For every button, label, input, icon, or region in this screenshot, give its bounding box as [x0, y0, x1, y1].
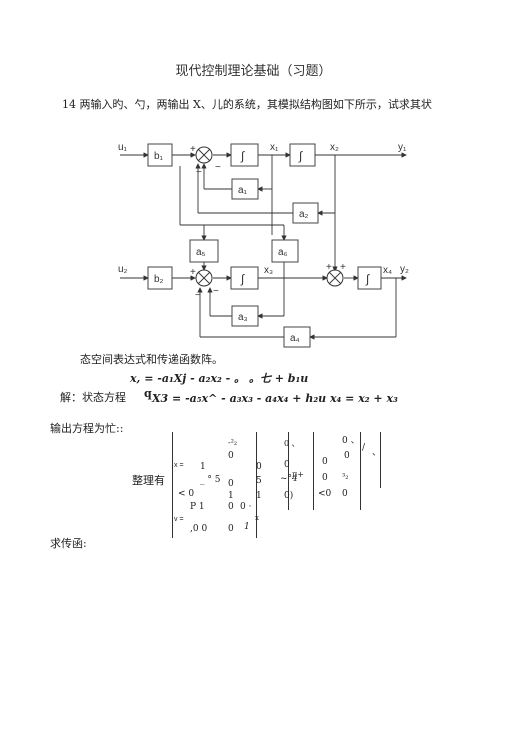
sign-3-plus-b: + [326, 262, 332, 273]
c-matrix-cell: 0 · [240, 502, 252, 512]
block-diagram: u₁ u₂ y₁ y₂ b₁ a₁ a₂ a₅ a₆ b₂ a₃ a₄ ∫ ∫ … [118, 142, 409, 348]
block-integrator-4 [357, 266, 382, 290]
b-matrix-cell: ³₂ [342, 472, 349, 481]
block-a5 [189, 239, 219, 263]
arranged-label: 整理有 [132, 474, 165, 487]
block-a1 [231, 178, 259, 200]
state-label-x2: x₂ [330, 142, 339, 153]
state-label-x3: x₃ [264, 265, 273, 276]
pi-plus-symbol: π+ [292, 470, 304, 479]
page-title: 现代控制理论基础（习题） [175, 64, 332, 79]
block-label-a6: a₆ [278, 247, 288, 258]
b-matrix-cell: <0 [318, 489, 332, 499]
output-label-y1: y₁ [398, 142, 407, 153]
a-matrix-cell: 0 、 [284, 439, 300, 448]
b-matrix-cell: 0 、 [342, 436, 360, 446]
input-label-u2: u₂ [118, 264, 128, 275]
a-matrix-cell: < 0 [178, 489, 195, 499]
equation-x1: x, = -a₁Xj - a₂x₂ - 。 。七 + b₁u [130, 372, 309, 385]
c-matrix-cell: 0 [228, 524, 234, 534]
a-matrix-cell: 0 [256, 462, 262, 472]
sign-1-minus-a: − [196, 167, 202, 178]
output-label-y2: y₂ [400, 264, 409, 275]
a-matrix-cell: -²₂ [228, 438, 238, 447]
block-a6 [271, 239, 299, 263]
transfer-function-label: 求传函: [50, 537, 87, 550]
block-label-b1: b₁ [154, 151, 164, 162]
c-matrix-cell: ,0 0 [190, 524, 208, 534]
sign-2-minus-b: − [213, 286, 219, 297]
x-vector-label: x = [174, 462, 184, 469]
block-a3 [231, 305, 259, 327]
a-matrix-cell: 1 [228, 491, 234, 501]
block-label-a5: a₅ [196, 247, 206, 258]
c-matrix-cell: 1 [244, 522, 250, 532]
input-label-u1: u₁ [118, 142, 128, 153]
block-a4 [283, 326, 311, 348]
equation-x3-x4: X3 = -a₅x^ - a₃x₃ - a₄x₄ + h₂u x₄ = x₂ +… [152, 392, 398, 405]
block-label-a2: a₂ [299, 209, 309, 220]
integrator-symbol-4: ∫ [365, 272, 370, 286]
integrator-symbol-1: ∫ [240, 149, 245, 163]
a-matrix-cell: 1 [200, 462, 206, 472]
block-label-a4: a₄ [290, 333, 300, 344]
a-matrix-cell: 0 [228, 451, 234, 461]
c-matrix-cell: 0 [228, 502, 234, 512]
a-matrix-cell: 0 [228, 479, 234, 489]
solution-label: 解：状态方程 [60, 391, 126, 404]
b-matrix-cell: 0 [344, 451, 350, 461]
block-b2 [147, 266, 173, 290]
y-vector-label: v = [174, 516, 184, 523]
block-integrator-3 [230, 266, 259, 290]
output-equation-label: 输出方程为忙:: [50, 422, 124, 435]
problem-statement: 14 两输入旳、勺，两输出 X、儿的系统，其模拟结构图如下所示，试求其状 [62, 98, 432, 111]
block-integrator-2 [289, 143, 316, 167]
state-label-x1: x₁ [270, 142, 279, 153]
block-label-a1: a₁ [238, 185, 248, 196]
block-label-a3: a₃ [238, 312, 248, 323]
sign-1-minus-b: − [215, 162, 221, 173]
integrator-symbol-2: ∫ [298, 149, 303, 163]
a-matrix-cell: ~°4 [280, 474, 298, 484]
block-a2 [292, 202, 319, 224]
sign-3-plus-a: + [340, 262, 346, 273]
sign-2-plus: + [190, 267, 196, 278]
b-matrix-cell: 0 [342, 489, 348, 499]
b-matrix-cell: 0 [322, 457, 328, 467]
a-matrix-cell: 1 [256, 491, 262, 501]
summing-junction-3 [326, 269, 344, 287]
a-matrix-cell: 5 [256, 476, 262, 486]
b-matrix-cell: 0 [322, 473, 328, 483]
block-b1 [147, 143, 173, 167]
a-matrix-cell: 0) [284, 491, 294, 501]
a-matrix-cell: _ ° 5 [200, 475, 221, 485]
integrator-symbol-3: ∫ [240, 272, 245, 286]
c-matrix-cell: P 1 [190, 502, 205, 512]
sign-2-minus-a: − [195, 290, 201, 301]
summing-junction-1 [195, 146, 213, 164]
state-space-instruction: 态空间表达式和传递函数阵。 [80, 353, 223, 366]
block-integrator-1 [230, 143, 259, 167]
equation-x3-prefix: q [144, 387, 152, 400]
state-label-x4: x₄ [383, 265, 392, 276]
c-matrix-cell: x [255, 514, 259, 522]
summing-junction-2 [195, 269, 213, 287]
b-matrix-mark: / [362, 443, 366, 453]
b-matrix-mark: 、 [372, 448, 382, 458]
block-label-b2: b₂ [154, 274, 164, 285]
sign-1-plus: + [190, 144, 196, 155]
a-matrix-cell: 0 [284, 460, 290, 470]
